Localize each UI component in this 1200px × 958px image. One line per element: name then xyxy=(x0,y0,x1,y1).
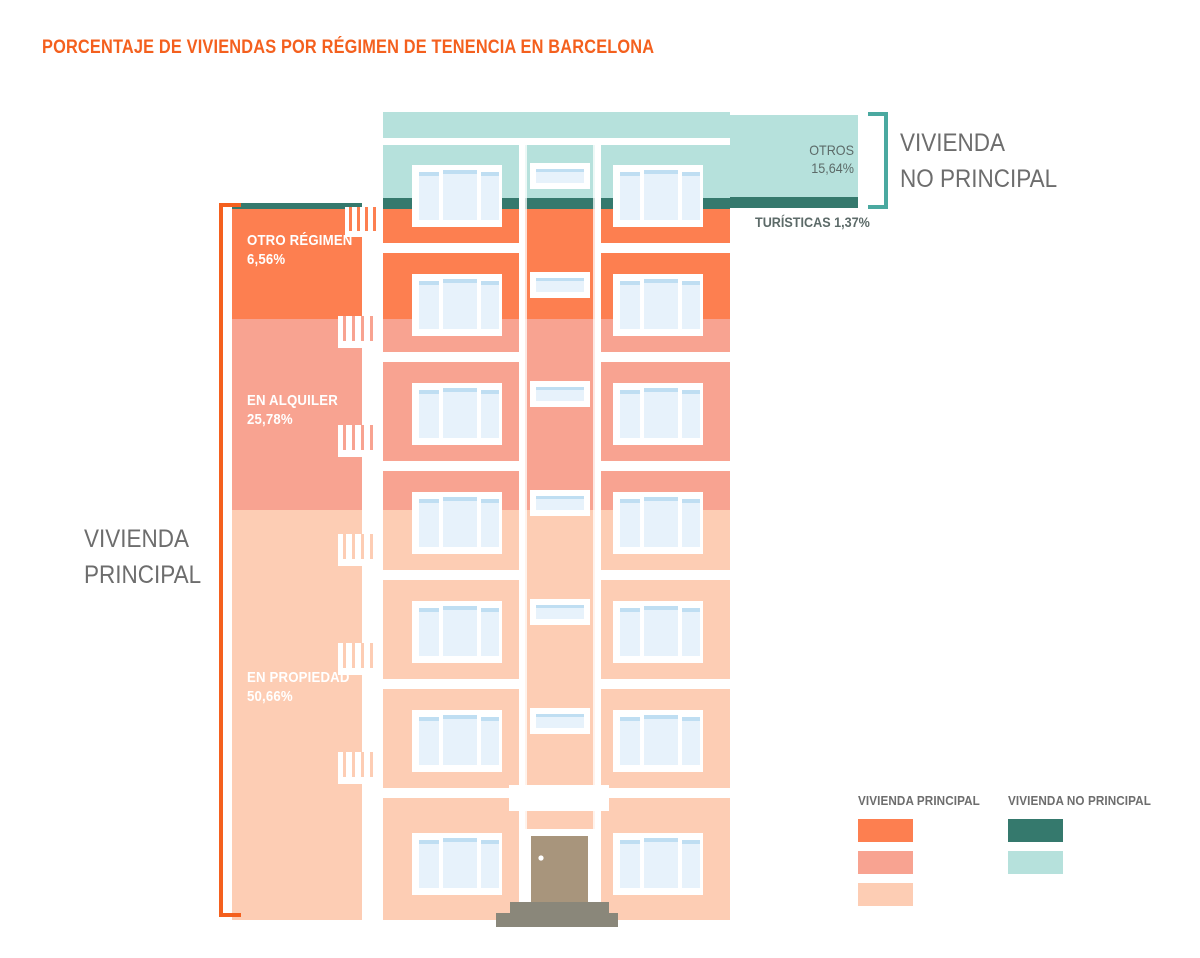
label-otro-regimen: OTRO RÉGIMEN 6,56% xyxy=(247,231,353,269)
legend-swatch-otros xyxy=(1008,851,1063,874)
callout-otros-value: 15,64% xyxy=(811,160,854,176)
callout-label-turisticas: TURÍSTICAS 1,37% xyxy=(755,214,870,230)
legend-title-vivienda-no-principal: VIVIENDA NO PRINCIPAL xyxy=(1008,793,1151,808)
legend-group-vivienda-principal: VIVIENDA PRINCIPAL xyxy=(858,793,993,915)
callout-label-otros: OTROS 15,64% xyxy=(755,141,854,177)
label-otro-regimen-value: 6,56% xyxy=(247,251,286,268)
legend-title-vivienda-principal: VIVIENDA PRINCIPAL xyxy=(858,793,980,808)
label-en-propiedad: EN PROPIEDAD 50,66% xyxy=(247,668,350,706)
bracket-vivienda-no-principal xyxy=(868,112,888,209)
label-en-alquiler-value: 25,78% xyxy=(247,411,293,428)
label-vivienda-principal-line2: PRINCIPAL xyxy=(84,561,202,589)
callout-otros-name: OTROS xyxy=(809,142,854,158)
label-vivienda-principal-line1: VIVIENDA xyxy=(84,525,190,553)
legend-group-vivienda-no-principal: VIVIENDA NO PRINCIPAL xyxy=(1008,793,1167,883)
legend-swatch-turisticas xyxy=(1008,819,1063,842)
legend-swatch-en-propiedad xyxy=(858,883,913,906)
label-vivienda-no-principal-line1: VIVIENDA xyxy=(900,129,1006,157)
label-en-propiedad-value: 50,66% xyxy=(247,688,293,705)
label-vivienda-no-principal: VIVIENDA NO PRINCIPAL xyxy=(900,125,1057,197)
band-otros xyxy=(232,112,730,198)
band-turisticas xyxy=(232,198,730,209)
legend-swatch-en-alquiler xyxy=(858,851,913,874)
callout-swatch-turisticas xyxy=(730,197,858,208)
label-en-propiedad-name: EN PROPIEDAD xyxy=(247,669,350,686)
label-en-alquiler: EN ALQUILER 25,78% xyxy=(247,391,338,429)
bracket-vivienda-principal xyxy=(219,203,241,917)
callout-swatch-otros xyxy=(730,115,858,197)
band-en-propiedad xyxy=(232,510,730,920)
label-en-alquiler-name: EN ALQUILER xyxy=(247,392,338,409)
legend-swatch-otro-regimen xyxy=(858,819,913,842)
label-vivienda-no-principal-line2: NO PRINCIPAL xyxy=(900,165,1058,193)
label-otro-regimen-name: OTRO RÉGIMEN xyxy=(247,232,353,249)
label-vivienda-principal: VIVIENDA PRINCIPAL xyxy=(84,521,201,593)
page-title: PORCENTAJE DE VIVIENDAS POR RÉGIMEN DE T… xyxy=(42,37,655,58)
